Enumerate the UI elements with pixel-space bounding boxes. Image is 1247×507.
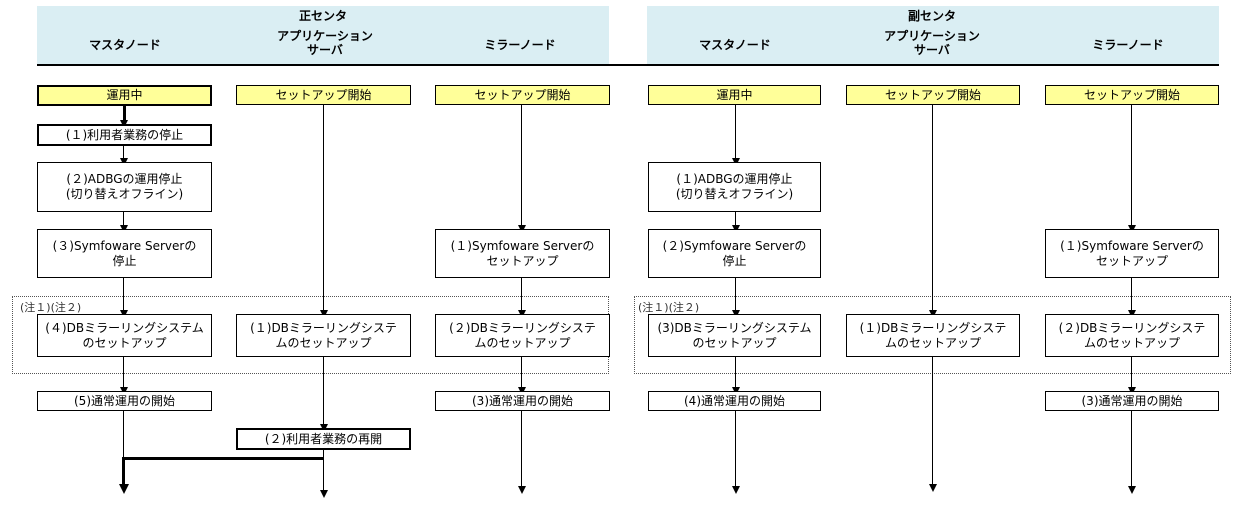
p-master-step-1-box: (１)利用者業務の停止 [37, 124, 212, 146]
header-divider-line [37, 64, 1219, 66]
p-master-line-4 [123, 278, 124, 314]
primary-app-server-label: アプリケーション サーバ [277, 29, 373, 57]
secondary-mirror-node-label: ミラーノード [1092, 38, 1164, 52]
p-mirror-line-4 [521, 411, 522, 490]
p-app-step-1-box: (１)DBミラーリングシステ ムのセットアップ [236, 314, 411, 357]
s-master-line-4 [735, 357, 736, 391]
primary-notes-label: (注１)(注２) [20, 301, 82, 314]
primary-master-node-label: マスタノード [89, 38, 161, 52]
resume-connector-line [122, 457, 324, 460]
secondary-center-header [647, 6, 1219, 64]
p-mirror-step-3-box: (3)通常運用の開始 [435, 391, 610, 411]
s-mirror-line-1 [1131, 105, 1132, 229]
s-mirror-line-3 [1131, 357, 1132, 391]
s-master-step-2-box: (２)Symfoware Serverの 停止 [648, 229, 821, 278]
s-mirror-line-2 [1131, 278, 1132, 314]
p-mirror-step-2-box: (２)DBミラーリングシステ ムのセットアップ [435, 314, 610, 357]
p-master-step-4-box: (４)DBミラーリングシステム のセットアップ [37, 314, 212, 357]
s-master-step-1-box: (１)ADBGの運用停止 (切り替えオフライン) [648, 162, 821, 212]
p-master-step-2-box: (２)ADBGの運用停止 (切り替えオフライン) [37, 162, 212, 212]
s-master-step-4-box: (4)通常運用の開始 [648, 391, 821, 411]
s-master-line-1 [735, 105, 736, 162]
s-app-line-2 [932, 357, 933, 487]
s-mirror-line-4 [1131, 411, 1132, 490]
p-master-status-box: 運用中 [37, 85, 212, 106]
secondary-master-node-label: マスタノード [699, 38, 771, 52]
s-app-line-1 [932, 105, 933, 314]
s-mirror-step-1-box: (１)Symfoware Serverの セットアップ [1045, 229, 1219, 278]
s-mirror-arrow-4 [1128, 486, 1136, 494]
s-master-line-5 [735, 411, 736, 490]
p-master-step-3-box: (３)Symfoware Serverの 停止 [37, 229, 212, 278]
p-master-step-5-box: (5)通常運用の開始 [37, 391, 212, 411]
s-mirror-step-3-box: (3)通常運用の開始 [1045, 391, 1219, 411]
p-master-line-1 [123, 105, 126, 123]
p-app-line-2 [323, 357, 324, 428]
s-app-step-1-box: (１)DBミラーリングシステ ムのセットアップ [846, 314, 1020, 357]
s-mirror-step-2-box: (２)DBミラーリングシステ ムのセットアップ [1045, 314, 1219, 357]
s-mirror-status-box: セットアップ開始 [1045, 85, 1219, 105]
p-mirror-line-3 [521, 357, 522, 391]
primary-center-header [37, 6, 609, 64]
p-master-line-3 [123, 212, 124, 229]
s-master-step-3-box: (3)DBミラーリングシステム のセットアップ [648, 314, 821, 357]
p-mirror-status-box: セットアップ開始 [435, 85, 610, 105]
secondary-center-title: 副センタ [907, 9, 956, 23]
secondary-notes-label: (注１)(注２) [638, 301, 700, 314]
p-master-line-2 [123, 145, 124, 162]
p-app-line-1 [323, 105, 324, 314]
s-master-arrow-5 [732, 486, 740, 494]
secondary-app-server-label: アプリケーション サーバ [884, 29, 980, 57]
s-master-line-2 [735, 212, 736, 229]
p-mirror-line-1 [521, 105, 522, 229]
p-app-line-3 [323, 450, 324, 492]
s-master-line-3 [735, 278, 736, 314]
p-master-line-6 [123, 411, 124, 486]
p-master-arrow-6 [119, 484, 129, 494]
s-app-arrow-2 [929, 484, 937, 492]
p-master-line-5 [123, 357, 124, 391]
s-app-status-box: セットアップ開始 [846, 85, 1020, 105]
p-mirror-line-2 [521, 278, 522, 314]
p-mirror-arrow-4 [518, 486, 526, 494]
primary-center-title: 正センタ [298, 9, 347, 23]
primary-mirror-node-label: ミラーノード [484, 38, 556, 52]
p-app-step-2-box: (２)利用者業務の再開 [236, 428, 411, 450]
p-app-status-box: セットアップ開始 [236, 85, 411, 105]
p-app-arrow-3 [320, 490, 328, 498]
p-mirror-step-1-box: (１)Symfoware Serverの セットアップ [435, 229, 610, 278]
s-master-status-box: 運用中 [648, 85, 821, 105]
p-master-line-bold [122, 458, 125, 486]
